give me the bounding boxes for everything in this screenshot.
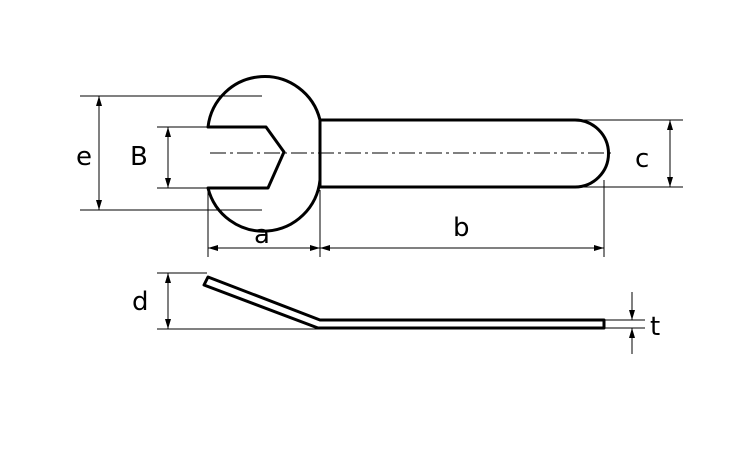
label-t: t: [650, 312, 660, 342]
arrow-b-right: [594, 245, 604, 251]
arrow-c-bottom: [667, 177, 673, 187]
arrow-c-top: [667, 120, 673, 130]
dimension-d: d: [132, 272, 318, 330]
arrow-t-top: [629, 310, 635, 320]
label-e: e: [76, 142, 92, 172]
arrow-B-top: [165, 127, 171, 137]
arrow-d-bottom: [165, 319, 171, 329]
arrow-a-right: [310, 245, 320, 251]
label-a: a: [254, 220, 270, 250]
arrow-e-top: [96, 96, 102, 106]
wrench-head-outline: [206, 75, 322, 233]
dimension-c: c: [575, 119, 683, 188]
arrow-d-top: [165, 273, 171, 283]
wrench-side-profile: [202, 275, 606, 330]
arrow-t-bottom: [629, 328, 635, 338]
dimension-t: t: [604, 292, 660, 354]
label-c: c: [635, 144, 649, 174]
wrench-top-view: [206, 75, 612, 233]
dimension-B: B: [130, 126, 208, 189]
dimension-e: e: [76, 95, 262, 211]
wrench-side-view: [202, 275, 606, 330]
arrow-a-left: [208, 245, 218, 251]
label-b: b: [453, 213, 470, 243]
label-d: d: [132, 287, 149, 317]
dimension-a-b: a b: [207, 180, 605, 257]
arrow-b-left: [320, 245, 330, 251]
arrow-B-bottom: [165, 178, 171, 188]
arrow-e-bottom: [96, 200, 102, 210]
label-B: B: [130, 142, 148, 172]
